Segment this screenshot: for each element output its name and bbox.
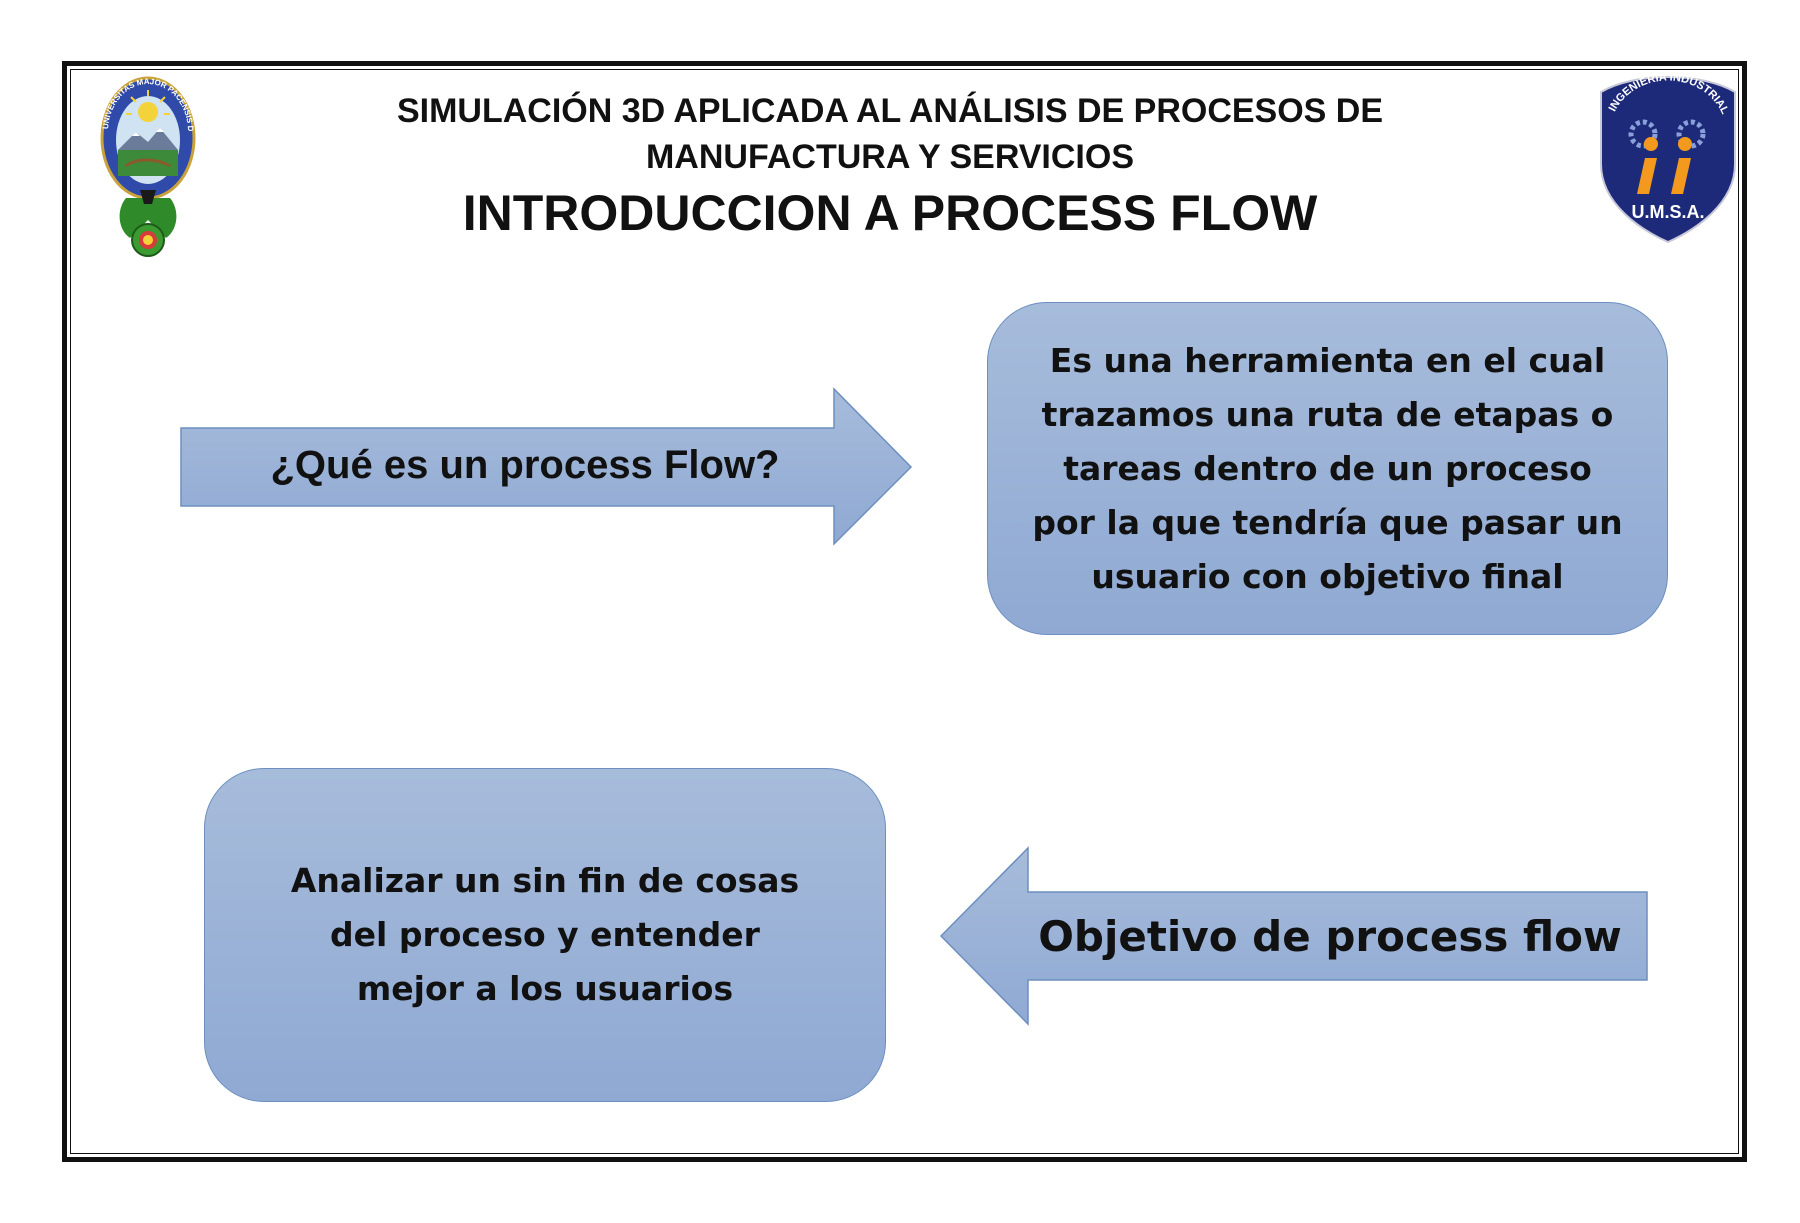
page-subtitle-line1: SIMULACIÓN 3D APLICADA AL ANÁLISIS DE PR… xyxy=(396,92,1384,130)
umsa-seal-logo: UNIVERSITAS MAJOR PACENSIS DIVI ANDREAE xyxy=(96,70,196,257)
objective-box: Analizar un sin fin de cosas del proceso… xyxy=(204,768,886,1102)
definition-text: Es una herramienta en el cual trazamos u… xyxy=(1032,340,1623,596)
header: SIMULACIÓN 3D APLICADA AL ANÁLISIS DE PR… xyxy=(300,88,1480,244)
page-border-outer xyxy=(62,61,1747,1162)
ingenieria-industrial-logo: INGENIERIA INDUSTRIAL U.M.S.A. xyxy=(1600,72,1736,244)
page-subtitle-line2: MANUFACTURA Y SERVICIOS xyxy=(645,138,1135,176)
page-border-inner xyxy=(70,69,1739,1154)
definition-box: Es una herramienta en el cual trazamos u… xyxy=(987,302,1668,635)
objective-text: Analizar un sin fin de cosas del proceso… xyxy=(290,861,800,1008)
logo-umsa-text: U.M.S.A. xyxy=(1631,202,1704,222)
objective-arrow-label: Objetivo de process flow xyxy=(1038,912,1622,961)
page-title: INTRODUCCION A PROCESS FLOW xyxy=(462,185,1318,241)
question-arrow-label: ¿Qué es un process Flow? xyxy=(270,443,780,487)
